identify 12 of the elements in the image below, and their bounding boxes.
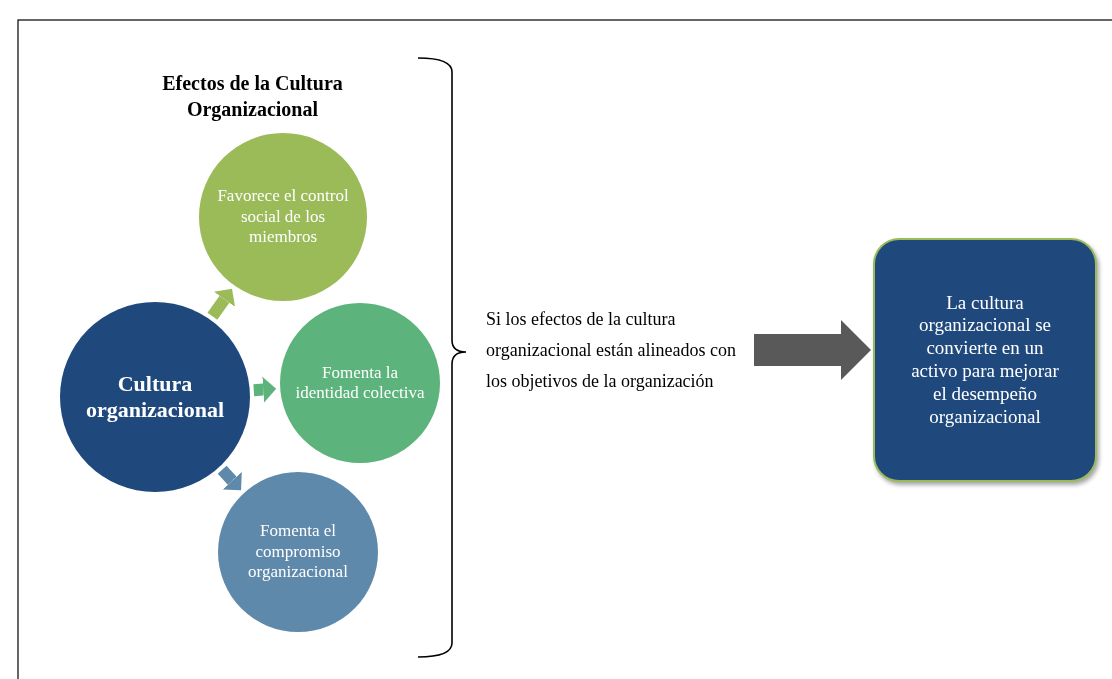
node-label: Favorece el control social de los miembros — [216, 186, 350, 248]
arrow — [217, 465, 242, 491]
diagram-title: Efectos de la Cultura Organizacional — [161, 71, 344, 122]
arrow — [754, 320, 871, 380]
condition-text: Si los efectos de la cultura organizacional están alineados con los objetivos de la organización — [486, 307, 738, 393]
arrow — [207, 288, 236, 320]
node-label: Fomenta la identidad colectiva — [294, 362, 426, 404]
result-box — [873, 238, 1097, 482]
arrow — [253, 376, 277, 403]
node-label: La cultura organizacional se convierte en un activo para mejorar el desempeño organizacional — [910, 291, 1060, 429]
node-label: Cultura organizacional — [84, 370, 226, 424]
node-label: Fomenta el compromiso organizacional — [247, 521, 349, 583]
